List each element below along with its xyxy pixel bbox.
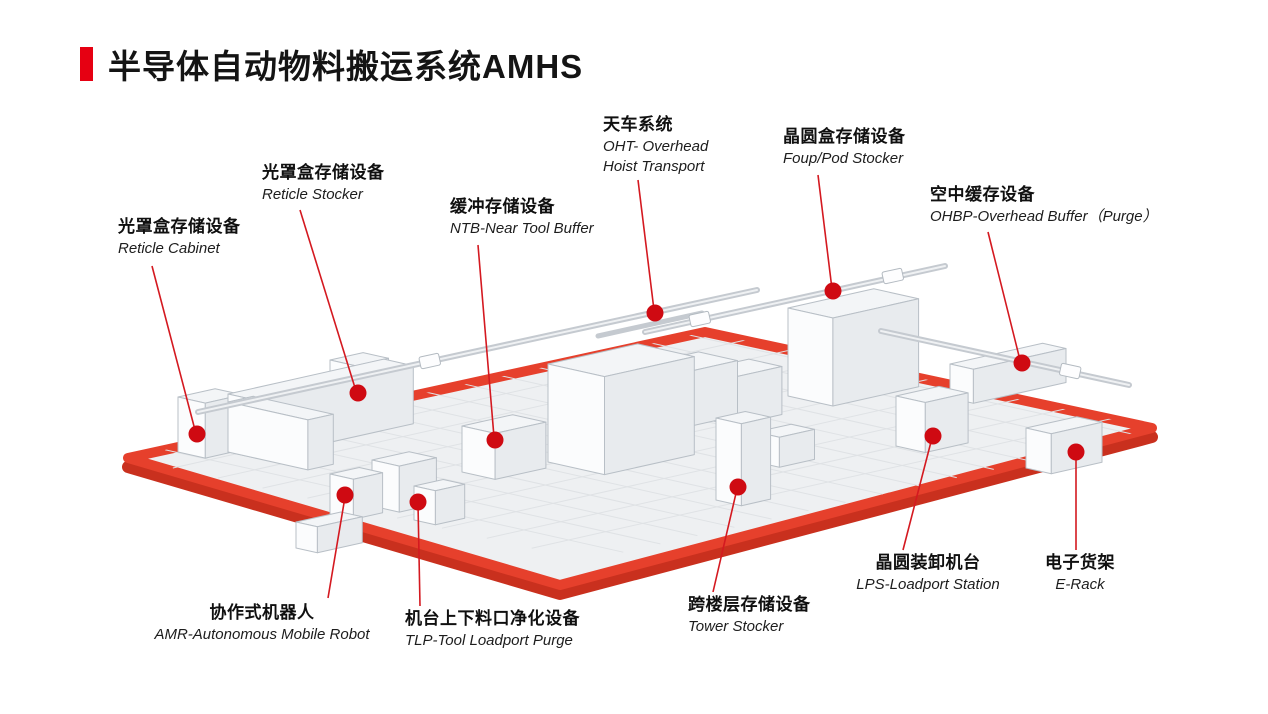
equipment-box: [461, 414, 547, 480]
callout-dot: [1013, 354, 1031, 372]
leader-line: [817, 174, 833, 290]
callout-label-zh: 空中缓存设备: [930, 185, 1035, 204]
oht-vehicle: [688, 310, 711, 328]
equipment-box: [329, 467, 384, 520]
leader-line: [477, 244, 495, 438]
callout-label-en: Tower Stocker: [688, 617, 784, 635]
leader-line: [327, 496, 346, 599]
equipment-box: [1025, 416, 1103, 475]
oht-rail: [880, 330, 1130, 386]
callout-label-en: TLP-Tool Loadport Purge: [405, 631, 573, 649]
callout-label-en: Foup/Pod Stocker: [783, 149, 904, 167]
callout-label-en: Reticle Cabinet: [118, 239, 220, 257]
callout-dot: [824, 282, 842, 300]
callout-label-zh: 跨楼层存储设备: [688, 595, 811, 614]
callout-ohbp-overhead-buffer: 空中缓存设备 OHBP-Overhead Buffer（Purge）: [930, 184, 1158, 227]
callout-label-en: OHT- Overhead: [603, 137, 709, 155]
leader-line: [637, 179, 655, 311]
callout-label-en: OHBP-Overhead Buffer（Purge）: [930, 207, 1158, 225]
equipment-box: [227, 395, 334, 471]
leader-line: [299, 209, 357, 392]
callout-amr-robot: 协作式机器人 AMR-Autonomous Mobile Robot: [154, 602, 369, 645]
callout-dot: [188, 425, 206, 443]
equipment-box: [295, 511, 363, 554]
callout-label-zh: 光罩盒存储设备: [118, 217, 241, 236]
callout-label-en2: Hoist Transport: [603, 157, 705, 175]
title-accent-bar: [80, 47, 93, 81]
callout-label-en: NTB-Near Tool Buffer: [450, 219, 594, 237]
equipment-group: [177, 288, 1103, 554]
callout-label-en: LPS-Loadport Station: [856, 575, 1000, 593]
callout-reticle-stocker: 光罩盒存储设备 Reticle Stocker: [262, 162, 385, 205]
page-title: 半导体自动物料搬运系统AMHS: [108, 48, 584, 85]
callout-dot: [349, 384, 367, 402]
callout-tower-stocker: 跨楼层存储设备 Tower Stocker: [688, 594, 811, 637]
callout-dot: [336, 486, 354, 504]
callout-label-zh: 晶圆盒存储设备: [783, 127, 906, 146]
callout-dot: [1067, 443, 1085, 461]
leader-line: [417, 503, 421, 607]
leader-line: [902, 437, 933, 551]
callout-dot: [729, 478, 747, 496]
callout-label-en: Reticle Stocker: [262, 185, 363, 203]
callout-label-en: E-Rack: [1055, 575, 1105, 593]
callout-label-zh: 天车系统: [603, 115, 673, 134]
leader-line: [151, 265, 196, 431]
callout-dot: [486, 431, 504, 449]
oht-rail: [595, 310, 705, 339]
oht-vehicle: [1059, 362, 1082, 380]
callout-label-zh: 光罩盒存储设备: [262, 163, 385, 182]
equipment-box: [787, 288, 920, 407]
callout-label-zh: 协作式机器人: [209, 603, 315, 622]
callout-label-en: AMR-Autonomous Mobile Robot: [154, 625, 370, 643]
callout-dot: [409, 493, 427, 511]
callout-label-zh: 机台上下料口净化设备: [405, 609, 580, 628]
callout-lps-loadport-station: 晶圆装卸机台 LPS-Loadport Station: [856, 552, 999, 595]
leader-line: [987, 231, 1021, 361]
callout-label-zh: 晶圆装卸机台: [875, 553, 981, 572]
callout-label-zh: 缓冲存储设备: [450, 197, 555, 216]
callout-dot: [646, 304, 664, 322]
oht-vehicle: [881, 267, 904, 285]
equipment-box: [547, 343, 695, 476]
oht-rail: [197, 289, 758, 413]
callout-ntb-near-tool-buffer: 缓冲存储设备 NTB-Near Tool Buffer: [450, 196, 594, 239]
callout-e-rack: 电子货架 E-Rack: [1045, 552, 1115, 595]
leader-line: [712, 488, 738, 593]
callout-foup-pod-stocker: 晶圆盒存储设备 Foup/Pod Stocker: [783, 126, 906, 169]
page-header: 半导体自动物料搬运系统AMHS: [80, 40, 583, 88]
callout-dot: [924, 427, 942, 445]
oht-vehicles: [418, 267, 1082, 380]
callout-oht-system: 天车系统 OHT- Overhead Hoist Transport: [603, 114, 708, 177]
oht-vehicle: [418, 352, 441, 370]
callout-tlp-loadport-purge: 机台上下料口净化设备 TLP-Tool Loadport Purge: [405, 608, 580, 651]
callout-reticle-cabinet: 光罩盒存储设备 Reticle Cabinet: [118, 216, 241, 259]
callout-label-zh: 电子货架: [1045, 553, 1115, 572]
callout-annotations: [151, 174, 1085, 607]
